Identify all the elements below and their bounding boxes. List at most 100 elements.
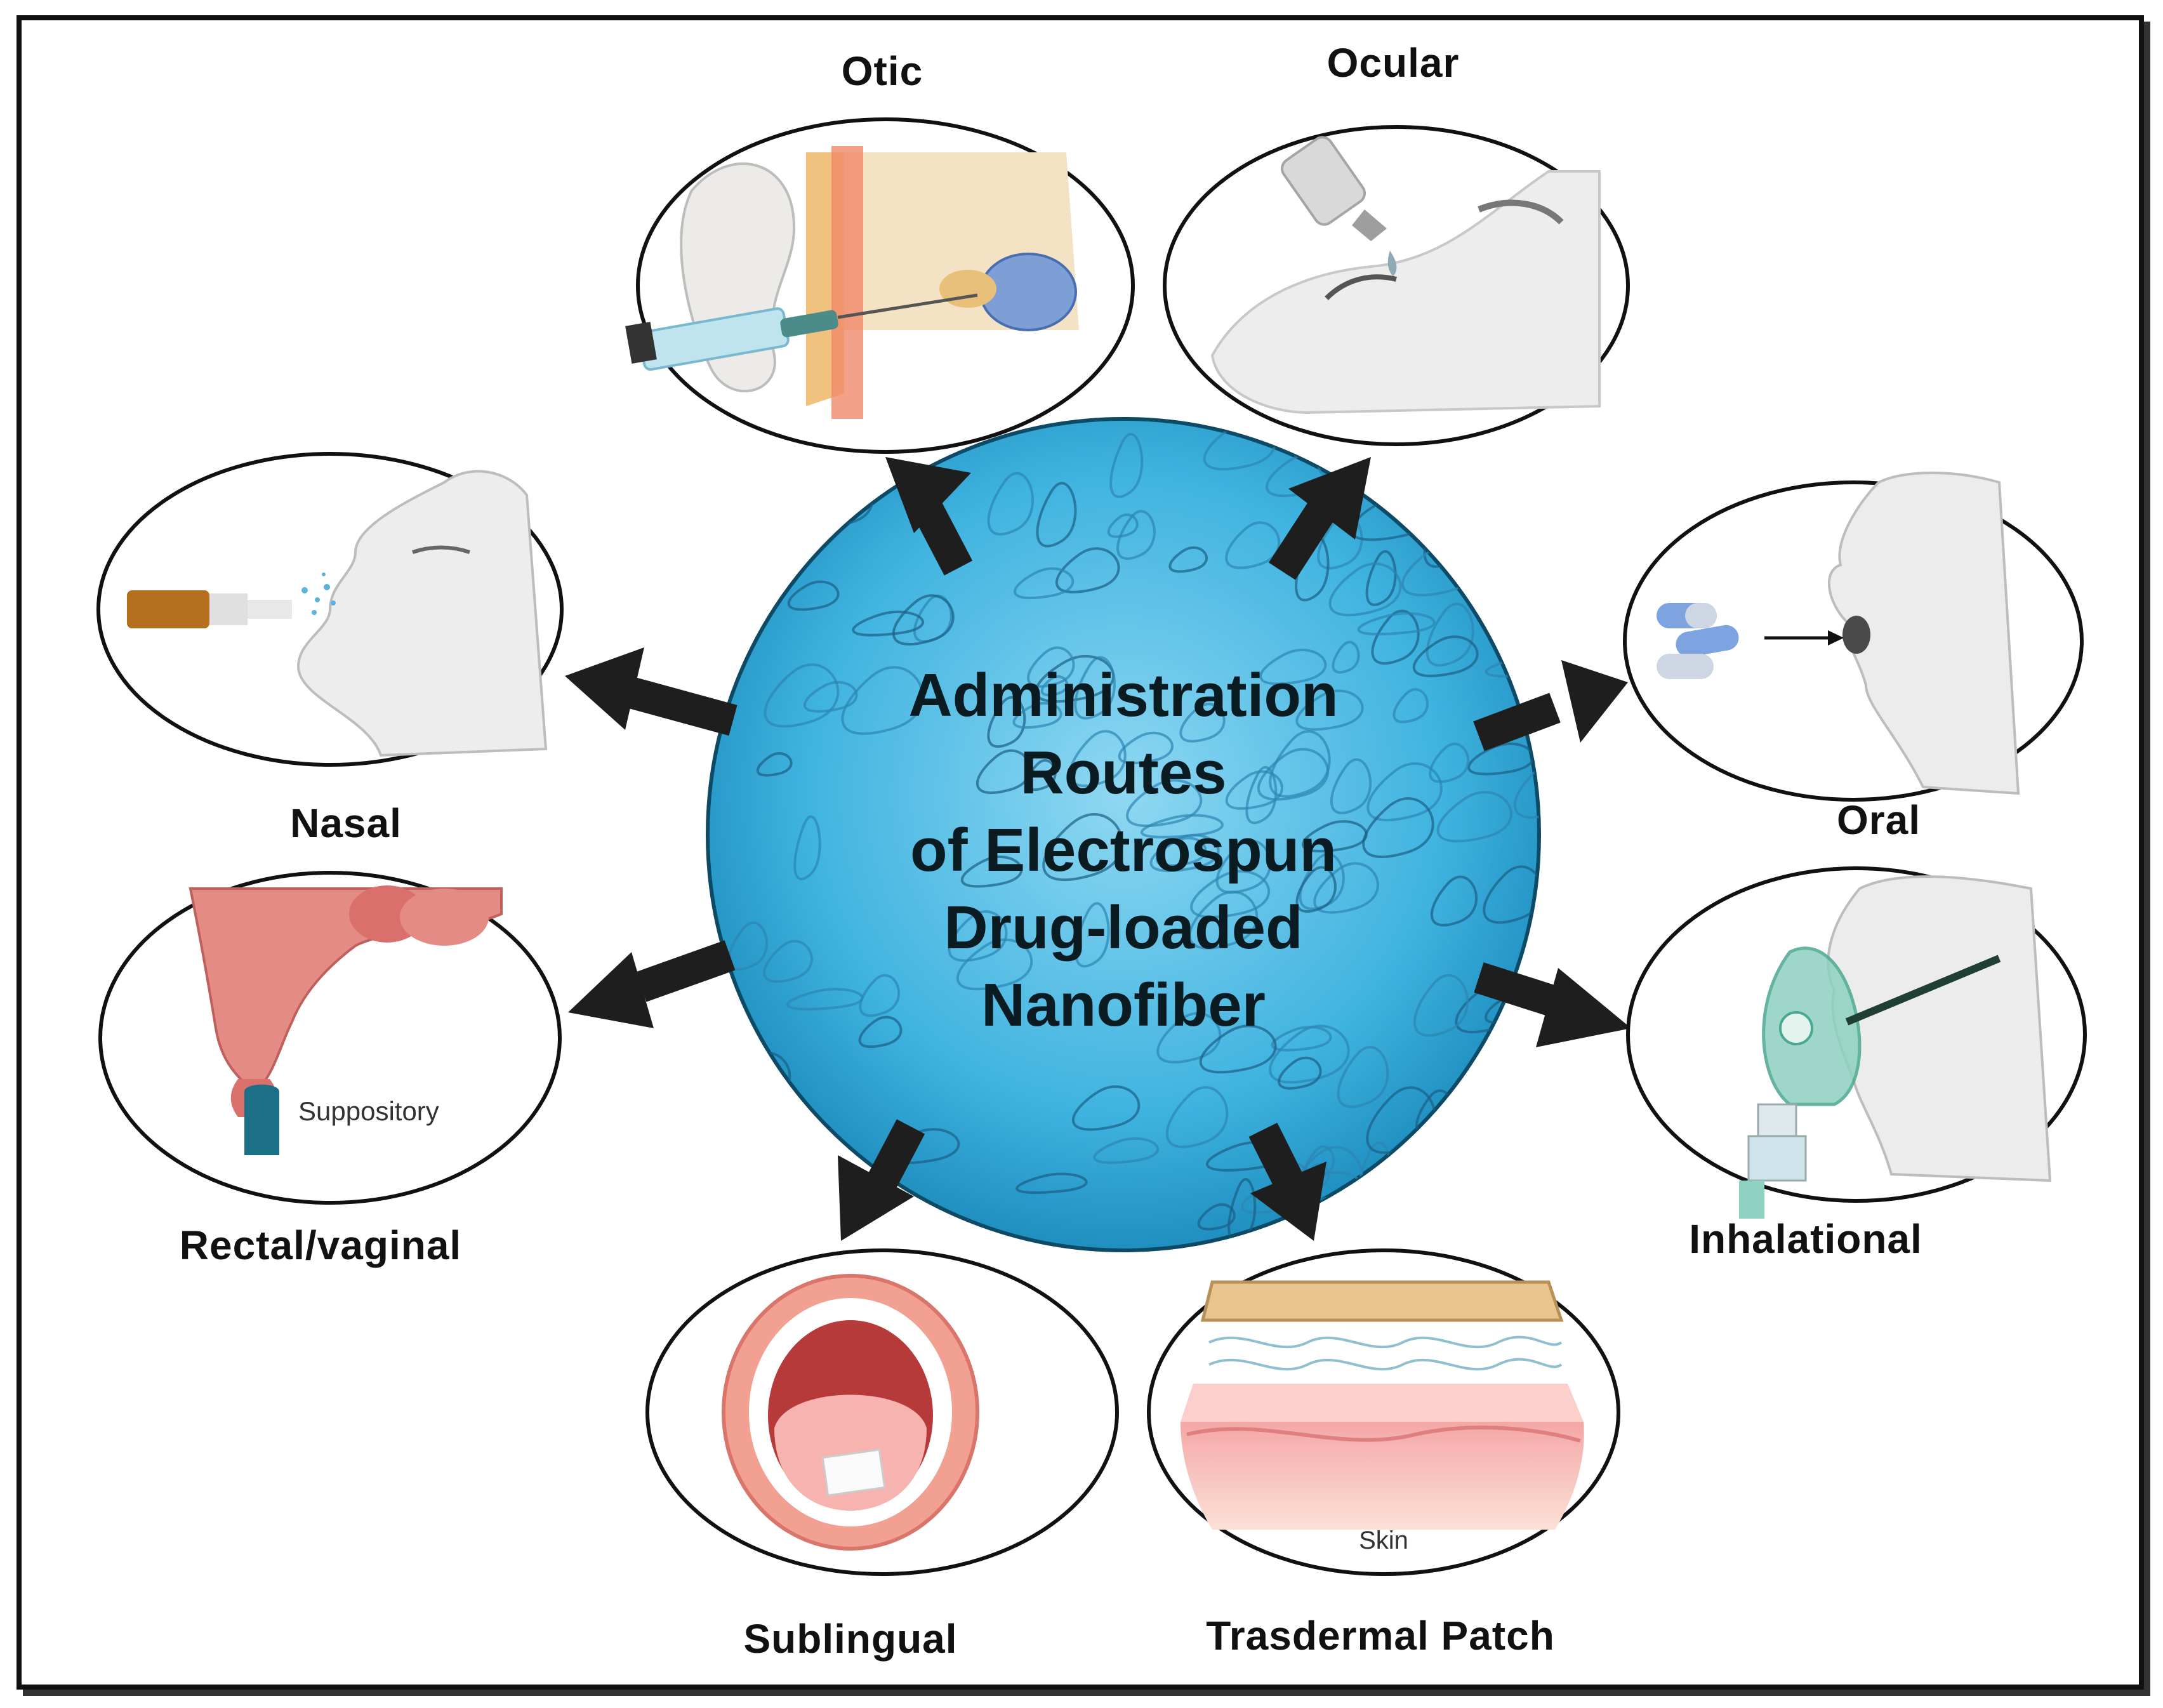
fiber-loop xyxy=(1362,797,1434,858)
fiber-loop xyxy=(1165,1086,1229,1148)
fiber-loop xyxy=(1040,675,1069,696)
fiber-loop xyxy=(1116,510,1156,560)
fiber-loop xyxy=(1118,731,1174,765)
fiber-loop xyxy=(1430,875,1478,927)
fiber-loop xyxy=(892,594,955,645)
center-title-line-2: Routes xyxy=(1020,739,1227,807)
fiber-loop xyxy=(1448,455,1497,493)
center-title-line-5: Nanofiber xyxy=(981,971,1266,1039)
fiber-loop xyxy=(1451,1170,1500,1208)
fiber-loop xyxy=(858,1016,903,1049)
fiber-loop xyxy=(1295,866,1337,913)
fiber-loop xyxy=(1190,870,1271,918)
fiber-loop xyxy=(1141,814,1224,838)
fiber-loop xyxy=(1482,428,1539,479)
fiber-loop xyxy=(956,938,1033,991)
fiber-loop xyxy=(1463,1138,1539,1173)
fiber-loop xyxy=(708,551,777,609)
fiber-loop xyxy=(728,922,768,970)
label-inhalational: Inhalational xyxy=(1689,1216,1922,1262)
fiber-loop xyxy=(1295,689,1364,731)
fiber-loop xyxy=(1072,1085,1141,1131)
fiber-loop xyxy=(1179,703,1226,743)
fiber-loop xyxy=(1414,1127,1498,1194)
fiber-loop xyxy=(1156,837,1207,867)
fiber-loop xyxy=(1149,833,1220,872)
fiber-loop xyxy=(1487,1078,1539,1127)
fiber-loop xyxy=(1436,791,1512,843)
arrow-oral xyxy=(1473,660,1628,751)
fiber-loop xyxy=(1027,646,1075,688)
fiber-loop xyxy=(1278,1056,1322,1090)
fiber-loop xyxy=(1109,432,1144,498)
fiber-loop xyxy=(1483,865,1539,924)
fiber-loop xyxy=(1015,1172,1088,1194)
center-title: Administration Routes of Electrospun Dru… xyxy=(704,657,1542,1044)
fiber-loop xyxy=(804,680,858,713)
fiber-loop xyxy=(814,453,869,493)
fiber-loop xyxy=(976,749,1031,794)
fiber-loop xyxy=(726,606,765,628)
fiber-loop xyxy=(708,1182,732,1213)
fiber-loop xyxy=(1107,513,1139,538)
label-ocular: Ocular xyxy=(1326,40,1460,86)
fiber-loop xyxy=(1055,547,1120,593)
fiber-loop xyxy=(1366,762,1443,822)
label-otic: Otic xyxy=(841,48,923,94)
fiber-loop xyxy=(1313,862,1379,914)
fiber-loop xyxy=(1493,457,1525,491)
fiber-loop xyxy=(1036,482,1077,548)
fiber-loop xyxy=(786,988,864,1010)
fiber-loop xyxy=(1331,1203,1386,1233)
fiber-loop xyxy=(1440,1096,1487,1150)
fiber-loop xyxy=(1516,595,1539,623)
fiber-loop xyxy=(1156,1012,1222,1064)
fiber-loop xyxy=(1093,1137,1160,1164)
arrow-inhalational xyxy=(1474,962,1631,1047)
fiber-loop xyxy=(787,580,840,611)
center-title-line-4: Drug-loaded xyxy=(944,894,1303,962)
fiber-loop xyxy=(1365,1174,1445,1228)
fiber-loop xyxy=(1126,779,1203,828)
fiber-loop xyxy=(1168,546,1208,573)
skin-patch-icon xyxy=(1181,1280,1584,1530)
fiber-loop xyxy=(1075,902,1110,968)
oral-panel xyxy=(1623,472,2084,802)
fiber-loop xyxy=(1225,521,1281,569)
fiber-loop xyxy=(1199,1024,1277,1074)
ocular-panel xyxy=(1163,125,1630,446)
label-nasal: Nasal xyxy=(290,800,402,846)
fiber-loop xyxy=(1332,640,1360,674)
fiber-loop xyxy=(1014,567,1075,600)
fiber-loop xyxy=(1357,612,1436,635)
suppository-label: Suppository xyxy=(298,1096,439,1126)
fiber-loop xyxy=(1412,635,1479,677)
fiber-loop xyxy=(1413,974,1469,1037)
fiber-loop xyxy=(764,663,840,728)
fiber-loop xyxy=(1417,1151,1495,1217)
fiber-loop xyxy=(760,502,793,524)
fiber-loop xyxy=(987,696,1026,748)
fiber-loop xyxy=(793,815,821,880)
rectal-panel xyxy=(98,871,562,1205)
fiber-loop xyxy=(1425,602,1474,667)
fiber-loop xyxy=(1365,550,1397,606)
fiber-loop xyxy=(1074,656,1116,720)
arrow-sublingual xyxy=(838,1119,925,1241)
fiber-loop xyxy=(1467,742,1535,776)
fiber-loop xyxy=(1328,562,1402,616)
center-title-line-3: of Electrospun xyxy=(910,816,1337,884)
center-title-line-1: Administration xyxy=(908,661,1339,729)
fiber-loop xyxy=(1012,702,1062,729)
fiber-loop xyxy=(1301,820,1368,852)
label-sublingual: Sublingual xyxy=(743,1616,958,1662)
arrows xyxy=(565,457,1631,1241)
fiber-loop xyxy=(1514,760,1539,819)
fiber-loop xyxy=(948,910,1008,962)
fiber-loop xyxy=(1448,1077,1512,1133)
fiber-loop xyxy=(1337,1045,1389,1108)
label-rectal-vaginal: Rectal/vaginal xyxy=(179,1222,462,1268)
eye-dropper-icon xyxy=(1210,136,1601,414)
fiber-loop xyxy=(1407,447,1478,483)
